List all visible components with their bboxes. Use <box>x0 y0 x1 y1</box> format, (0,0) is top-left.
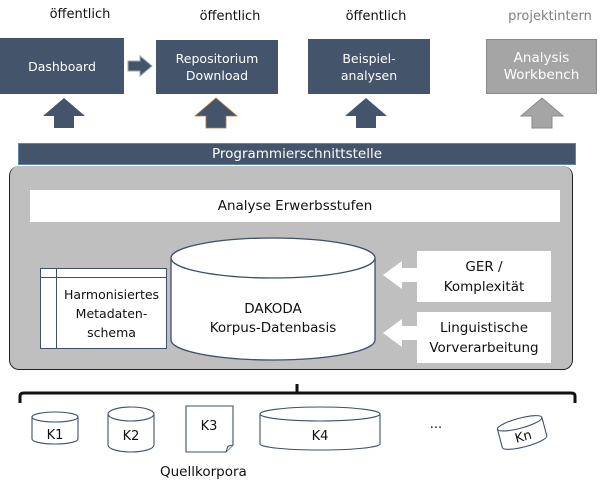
corpus-kn-label: Kn <box>513 428 533 447</box>
arrow-up-icon <box>193 97 239 129</box>
analysis-stages-bar[interactable]: Analyse Erwerbsstufen <box>30 190 560 222</box>
access-label-repository: öffentlich <box>199 9 261 24</box>
source-corpora-caption: Quellkorpora <box>160 464 247 480</box>
schema-header-line <box>41 277 166 278</box>
analysis-workbench-box[interactable]: Analysis Workbench <box>486 39 597 94</box>
grouping-bracket <box>18 391 577 403</box>
arrow-up-icon <box>345 98 387 128</box>
dashboard-box[interactable]: Dashboard <box>0 38 124 94</box>
corpus-k3-icon: K3 <box>185 405 234 453</box>
api-bar[interactable]: Programmierschnittstelle <box>18 143 576 165</box>
corpus-k4-label: K4 <box>312 429 329 444</box>
ellipsis: ... <box>430 417 442 432</box>
schema-side-line <box>56 269 57 348</box>
ger-complexity-box[interactable]: GER / Komplexität <box>417 251 551 302</box>
corpus-k2-icon: K2 <box>107 406 155 453</box>
corpus-k2-label: K2 <box>123 429 140 444</box>
linguistic-preprocessing-box[interactable]: Linguistische Vorverarbeitung <box>417 312 551 363</box>
input-arrows <box>383 261 418 347</box>
arrow-up-icon <box>519 97 565 129</box>
arrow-left-icon <box>383 319 418 347</box>
access-label-dashboard: öffentlich <box>49 7 111 22</box>
metadata-schema-box[interactable]: Harmonisiertes Metadaten- schema <box>40 268 167 349</box>
metadata-schema-label: Harmonisiertes Metadaten- schema <box>63 287 160 340</box>
arrow-left-icon <box>383 261 418 289</box>
access-label-examples: öffentlich <box>345 9 407 24</box>
database-cylinder[interactable]: DAKODA Korpus-Datenbasis <box>168 236 378 366</box>
example-analyses-box[interactable]: Beispiel- analysen <box>308 39 430 94</box>
corpus-k1-icon: K1 <box>31 411 79 445</box>
arrow-up-icon <box>43 98 85 128</box>
database-title: DAKODA <box>244 301 302 317</box>
corpus-k3-label: K3 <box>201 419 218 434</box>
access-label-workbench: projektintern <box>508 9 592 24</box>
repository-download-box[interactable]: Repositorium Download <box>156 40 278 94</box>
corpus-k4-icon: K4 <box>259 406 381 451</box>
database-subtitle: Korpus-Datenbasis <box>210 320 337 336</box>
arrow-right-icon <box>127 54 153 78</box>
corpus-kn-icon: Kn <box>496 415 548 450</box>
corpus-k1-label: K1 <box>47 428 64 443</box>
top-arrows <box>43 54 565 129</box>
source-corpora-area: K1 K2 K3 K4 ... Kn <box>18 384 577 453</box>
